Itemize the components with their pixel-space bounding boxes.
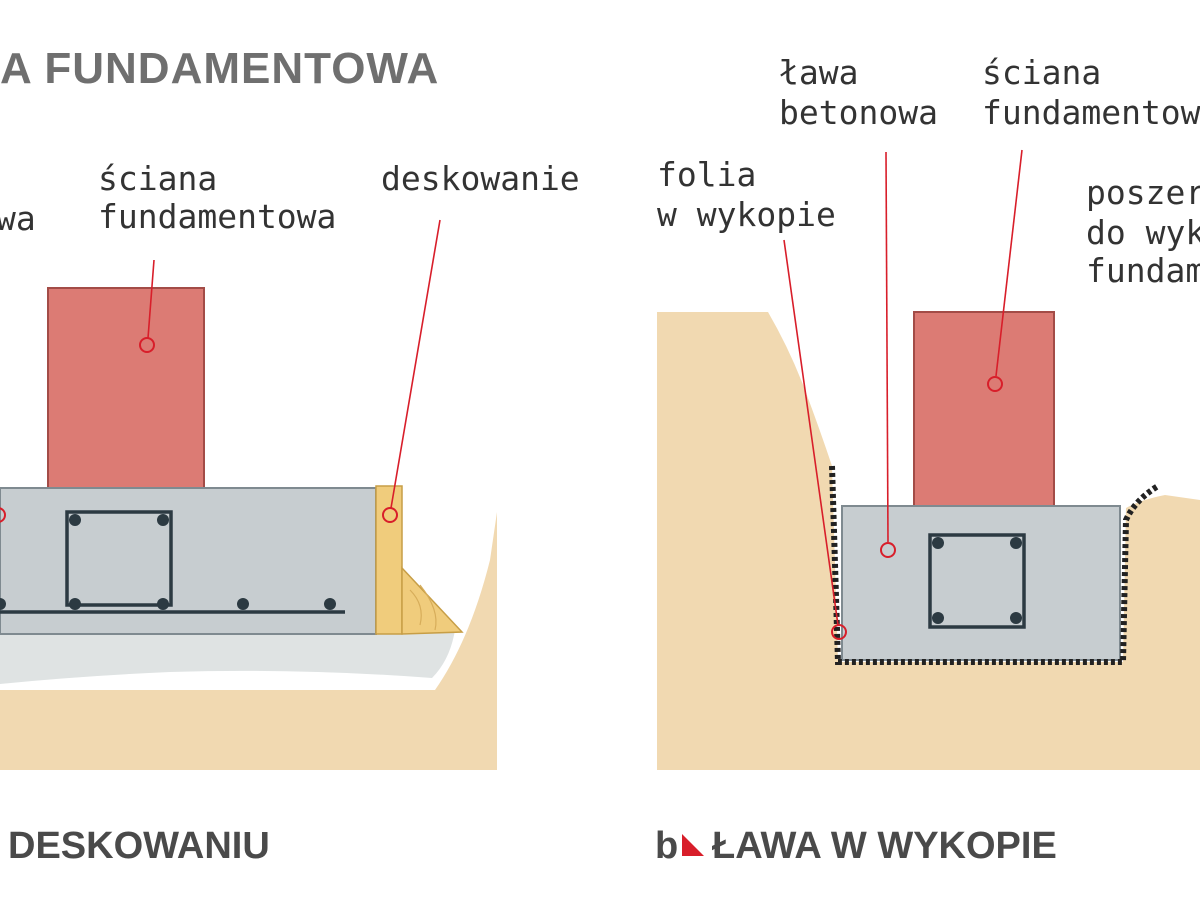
panel-a-rebar: [237, 598, 249, 610]
panel-b-footing-marker: [880, 542, 896, 558]
panel-a-label-wall-2: fundamentowa: [98, 197, 336, 236]
panel-a-brace-grain: [409, 584, 437, 631]
panel-b-label-footing-1: ława: [779, 53, 858, 92]
panel-a-label-wall-1: ściana: [98, 159, 217, 198]
panel-a-footing-marker: [0, 507, 6, 523]
panel-b-foil-leader: [783, 239, 839, 626]
panel-b-label-wall-1: ściana: [982, 53, 1101, 92]
panel-b-label-foil-2: w wykopie: [657, 195, 836, 234]
panel-a-label-footing: wa: [0, 199, 36, 238]
panel-b-label-widen-3: fundam: [1086, 251, 1200, 290]
panel-a-rebar: [157, 514, 169, 526]
panel-b-caption: ŁAWA W WYKOPIE: [712, 825, 1057, 867]
panel-b-label-foil-1: folia: [657, 155, 756, 194]
panel-a-formwork-board: [375, 485, 403, 635]
panel-a-on-formwork: wa ściana fundamentowa deskowanie DESKOW…: [0, 159, 580, 867]
panel-b-label-wall-2: fundamentow: [982, 93, 1200, 132]
panel-a-foundation-wall: [47, 287, 205, 489]
panel-b-foil: [829, 465, 1160, 665]
panel-b-label-widen-1: poszer: [1086, 173, 1200, 212]
panel-b-rebar: [1010, 612, 1022, 624]
panel-b-foil-marker: [831, 624, 847, 640]
panel-b-rebar: [932, 537, 944, 549]
panel-a-gravel-bed: [0, 630, 455, 684]
panel-a-soil: [0, 512, 497, 770]
panel-a-wall-marker: [139, 337, 155, 353]
panel-a-concrete-footing: [0, 487, 377, 635]
panel-b-caption-letter: b: [655, 825, 678, 867]
panel-a-rebar: [69, 514, 81, 526]
panel-a-rebar: [69, 598, 81, 610]
panel-a-rebar: [0, 598, 6, 610]
panel-b-wall-leader: [995, 149, 1023, 377]
panel-b-rebar: [1010, 537, 1022, 549]
panel-b-rebar: [932, 612, 944, 624]
panel-a-rebar: [324, 598, 336, 610]
panel-a-formwork-leader: [390, 219, 441, 509]
panel-b-soil: [657, 312, 1200, 770]
panel-b-wall-marker: [987, 376, 1003, 392]
panel-a-rebar-cage: [65, 510, 173, 607]
panel-a-formwork-marker: [382, 507, 398, 523]
panel-b-caption-triangle: [682, 834, 704, 856]
panel-a-rebar: [157, 598, 169, 610]
panel-b-label-footing-2: betonowa: [779, 93, 938, 132]
diagram-title: A FUNDAMENTOWA: [0, 44, 439, 93]
panel-a-wall-leader: [147, 259, 155, 339]
panel-a-formwork-brace: [401, 566, 464, 635]
panel-b-rebar-cage: [928, 533, 1026, 629]
panel-a-label-formwork: deskowanie: [381, 159, 580, 198]
panel-a-caption: DESKOWANIU: [8, 825, 270, 867]
panel-b-concrete-footing: [841, 505, 1121, 661]
panel-b-in-trench: ława betonowa ściana fundamentow folia w…: [655, 53, 1200, 867]
panel-b-footing-leader: [885, 151, 889, 543]
panel-b-foundation-wall: [913, 311, 1055, 507]
panel-b-label-widen-2: do wyk: [1086, 213, 1200, 252]
